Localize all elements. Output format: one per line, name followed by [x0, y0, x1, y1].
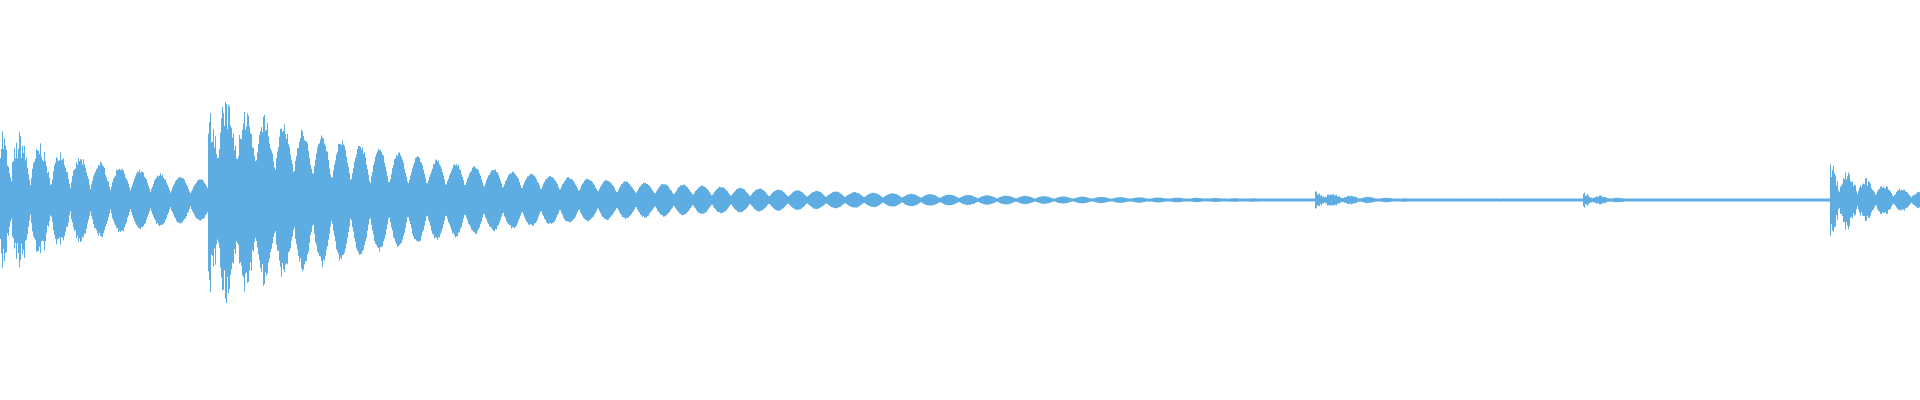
waveform-shape: [0, 101, 1920, 304]
